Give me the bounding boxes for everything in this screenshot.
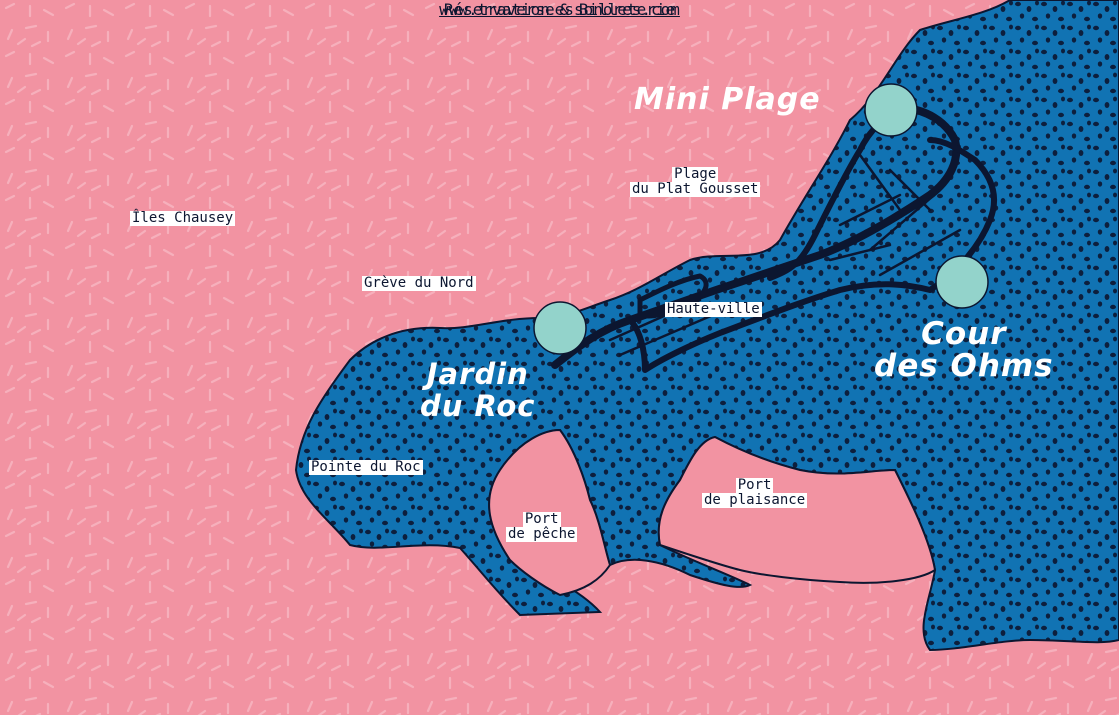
website-link-wrapper: www.traverseessonores.com [0, 0, 1119, 19]
marker-cour-des-ohms [935, 255, 989, 309]
marker-jardin-du-roc [533, 301, 587, 355]
venue-cour-line2: des Ohms [874, 348, 1054, 384]
label-haute-ville: Haute-ville [665, 301, 762, 317]
label-iles-chausey: Îles Chausey [130, 210, 236, 226]
website-link[interactable]: www.traverseessonores.com [439, 0, 680, 19]
reservation-text: Réservation & Billeterie [443, 0, 676, 19]
label-pointe-du-roc: Pointe du Roc [309, 459, 423, 475]
venue-jardin-line1: Jardin [426, 357, 529, 391]
label-plage-plat-gousset: Plage du Plat Gousset [630, 166, 761, 197]
label-port-peche: Port de pêche [506, 511, 578, 542]
venue-mini-plage: Mini Plage [634, 82, 821, 117]
venue-cour-des-ohms: Cour des Ohms [874, 318, 1054, 382]
port-plaisance-land [657, 435, 937, 584]
venue-jardin-line2: du Roc [420, 389, 536, 423]
venue-jardin-du-roc: Jardin du Roc [420, 358, 536, 422]
marker-mini-plage [864, 83, 918, 137]
label-greve-du-nord: Grève du Nord [362, 275, 476, 291]
label-port-plaisance: Port de plaisance [702, 477, 808, 508]
venue-cour-line1: Cour [921, 316, 1007, 352]
